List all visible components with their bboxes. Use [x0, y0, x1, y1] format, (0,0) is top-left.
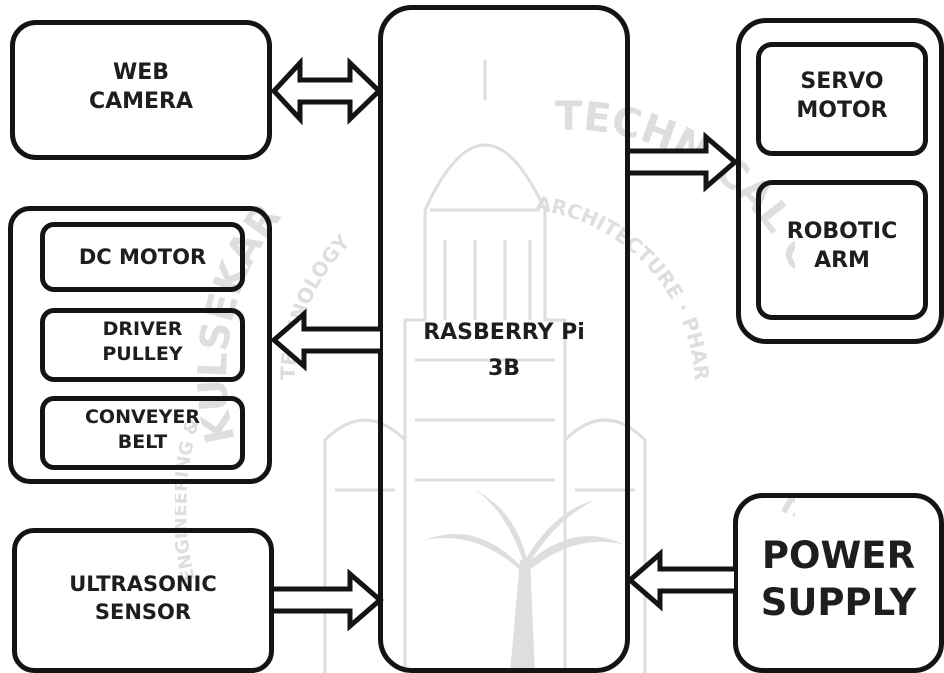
servo-motor-block: SERVO MOTOR	[756, 42, 928, 156]
robotic-arm-block: ROBOTIC ARM	[756, 180, 928, 320]
power-supply-label: POWER SUPPLY	[738, 532, 939, 627]
right-arrow-icon	[628, 134, 740, 190]
bidirectional-arrow-icon	[270, 58, 385, 124]
dc-motor-block: DC MOTOR	[40, 222, 245, 292]
left-arrow-icon	[270, 310, 382, 370]
left-arrow-icon	[626, 550, 736, 610]
raspberry-pi-label: RASBERRY Pi 3B	[383, 315, 625, 386]
power-supply-block: POWER SUPPLY	[733, 493, 944, 673]
conveyer-belt-block: CONVEYER BELT	[40, 396, 245, 470]
conveyer-belt-label: CONVEYER BELT	[45, 405, 240, 455]
driver-pulley-label: DRIVER PULLEY	[45, 317, 240, 367]
ultrasonic-sensor-block: ULTRASONIC SENSOR	[12, 528, 274, 673]
right-arrow-icon	[272, 570, 384, 630]
raspberry-pi-block: RASBERRY Pi 3B	[378, 5, 630, 673]
ultrasonic-sensor-label: ULTRASONIC SENSOR	[17, 571, 269, 626]
driver-pulley-block: DRIVER PULLEY	[40, 308, 245, 382]
dc-motor-label: DC MOTOR	[45, 244, 240, 272]
web-camera-block: WEB CAMERA	[10, 20, 272, 160]
servo-motor-label: SERVO MOTOR	[761, 67, 923, 125]
robotic-arm-label: ROBOTIC ARM	[761, 217, 923, 275]
web-camera-label: WEB CAMERA	[15, 58, 267, 116]
